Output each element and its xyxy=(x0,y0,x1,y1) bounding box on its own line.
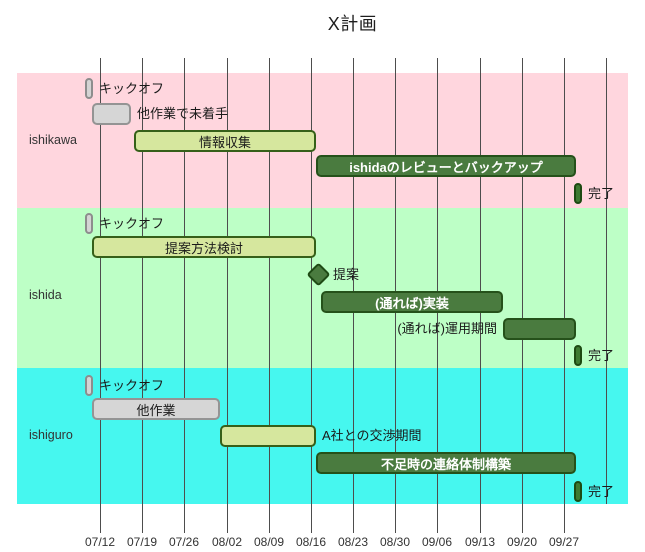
gridline xyxy=(269,58,270,533)
axis-tick-label: 08/30 xyxy=(379,535,411,549)
task-label-proposal-milestone: 提案 xyxy=(333,266,360,282)
lane-band-ishiguro xyxy=(17,368,628,504)
task-label-kickoff-ishida: キックオフ xyxy=(99,215,165,231)
gridline xyxy=(522,58,523,533)
lane-label-ishikawa: ishikawa xyxy=(29,133,77,147)
task-label-done-ishiguro: 完了 xyxy=(588,483,615,499)
task-label-other-work-not-started: 他作業で未着手 xyxy=(137,106,229,121)
task-bar-operation-period-if-passed xyxy=(503,318,576,340)
milestone-done-ishida xyxy=(574,345,582,366)
milestone-done-ishikawa xyxy=(574,183,582,204)
task-bar-ishida-review-backup: ishidaのレビューとバックアップ xyxy=(316,155,576,177)
task-bar-implementation-if-passed: (通れば)実装 xyxy=(321,291,503,313)
axis-tick-label: 08/16 xyxy=(295,535,327,549)
gridline xyxy=(311,58,312,533)
axis-tick-label: 09/13 xyxy=(464,535,496,549)
axis-tick-label: 08/02 xyxy=(211,535,243,549)
milestone-kickoff-ishikawa xyxy=(85,78,93,99)
axis-tick-label: 09/20 xyxy=(506,535,538,549)
lane-band-ishikawa xyxy=(17,73,628,208)
axis-tick-label: 07/19 xyxy=(126,535,158,549)
gridline xyxy=(142,58,143,533)
task-bar-info-gathering: 情報収集 xyxy=(134,130,316,152)
task-bar-other-work: 他作業 xyxy=(92,398,220,420)
task-bar-other-work-not-started xyxy=(92,103,131,125)
lane-band-ishida xyxy=(17,208,628,368)
task-bar-shortage-contact-setup: 不足時の連絡体制構築 xyxy=(316,452,576,474)
axis-tick-label: 07/12 xyxy=(84,535,116,549)
axis-tick-label: 08/23 xyxy=(337,535,369,549)
gridline xyxy=(227,58,228,533)
task-label-done-ishida: 完了 xyxy=(588,347,615,363)
axis-tick-label: 09/06 xyxy=(421,535,453,549)
lane-label-ishiguro: ishiguro xyxy=(29,428,73,442)
task-label-operation-period-if-passed: (通れば)運用期間 xyxy=(397,321,497,336)
task-bar-proposal-method-study: 提案方法検討 xyxy=(92,236,316,258)
lane-label-ishida: ishida xyxy=(29,288,62,302)
gridline xyxy=(564,58,565,533)
task-label-kickoff-ishiguro: キックオフ xyxy=(99,377,165,393)
gridline xyxy=(184,58,185,533)
chart-title: X計画 xyxy=(327,14,378,34)
milestone-kickoff-ishiguro xyxy=(85,375,93,396)
axis-tick-label: 07/26 xyxy=(168,535,200,549)
gridline xyxy=(606,58,607,504)
milestone-kickoff-ishida xyxy=(85,213,93,234)
axis-tick-label: 09/27 xyxy=(548,535,580,549)
task-label-company-a-negotiation: A社との交渉期間 xyxy=(322,428,422,443)
milestone-done-ishiguro xyxy=(574,481,582,502)
gridline xyxy=(100,58,101,533)
task-bar-company-a-negotiation xyxy=(220,425,316,447)
axis-tick-label: 08/09 xyxy=(253,535,285,549)
task-label-kickoff-ishikawa: キックオフ xyxy=(99,80,165,96)
task-label-done-ishikawa: 完了 xyxy=(588,185,615,201)
